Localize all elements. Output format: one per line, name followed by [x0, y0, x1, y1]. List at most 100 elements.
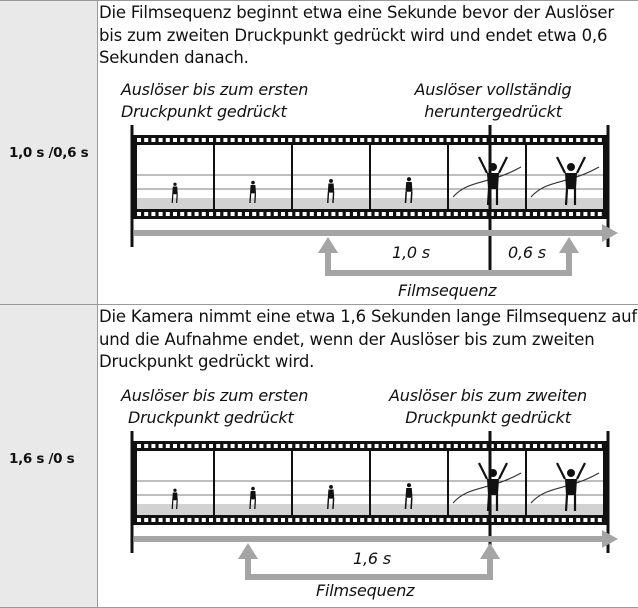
sprocket-hole — [583, 212, 588, 216]
sprocket-hole — [403, 518, 408, 522]
row-label-cell: 1,0 s /0,6 s — [0, 1, 98, 305]
sprocket-hole — [461, 138, 465, 142]
sprocket-hole — [281, 212, 285, 216]
sprocket-hole — [489, 444, 494, 448]
runner-head — [406, 483, 412, 488]
film-frame — [215, 451, 291, 515]
sprocket-hole — [497, 212, 501, 216]
sprocket-hole — [489, 212, 494, 216]
film-frame — [137, 451, 213, 515]
sprocket-hole — [338, 518, 343, 522]
sprocket-hole — [511, 444, 516, 448]
sprocket-hole — [288, 212, 293, 216]
sprocket-hole — [223, 518, 228, 522]
sprocket-hole — [374, 518, 379, 522]
runner-body — [250, 491, 256, 500]
sprocket-hole — [201, 138, 206, 142]
sprocket-hole — [446, 212, 451, 216]
sprocket-hole — [252, 212, 257, 216]
sprocket-hole — [547, 138, 552, 142]
sprocket-hole — [338, 138, 343, 142]
sprocket-hole — [504, 518, 509, 522]
sprocket-hole — [554, 444, 559, 448]
sprocket-hole — [461, 444, 465, 448]
film-frame — [371, 451, 447, 515]
runner-body — [565, 173, 577, 189]
sprocket-hole — [518, 518, 523, 522]
sprocket-hole — [165, 444, 170, 448]
sprocket-hole — [489, 518, 494, 522]
sprocket-hole — [597, 444, 602, 448]
sprocket-hole — [324, 212, 329, 216]
sprocket-hole — [554, 212, 559, 216]
sprocket-hole — [525, 444, 530, 448]
sprocket-hole — [540, 138, 545, 142]
sprocket-hole — [576, 518, 581, 522]
sprocket-hole — [360, 212, 365, 216]
sprocket-hole — [353, 212, 357, 216]
sprocket-hole — [497, 138, 501, 142]
runner-legs — [564, 188, 577, 206]
sprocket-hole — [475, 444, 480, 448]
runner-head — [329, 178, 333, 183]
sprocket-hole — [158, 444, 163, 448]
row-label: 1,0 s /0,6 s — [9, 145, 89, 161]
runner-body — [565, 479, 577, 495]
sprocket-hole — [317, 138, 321, 142]
timeline-arrowhead — [602, 224, 618, 242]
sprocket-hole — [569, 444, 573, 448]
sprocket-hole — [590, 138, 595, 142]
sprocket-hole — [374, 212, 379, 216]
sprocket-hole — [187, 518, 192, 522]
timeline-arrow — [134, 230, 608, 236]
sprocket-hole — [561, 138, 566, 142]
frame-track — [137, 504, 213, 515]
sprocket-hole — [331, 444, 336, 448]
sprocket-hole — [173, 212, 177, 216]
runner-body — [327, 489, 335, 499]
sprocket-hole — [338, 444, 343, 448]
sprocket-hole — [281, 518, 285, 522]
sprocket-hole — [252, 138, 257, 142]
sprocket-hole — [425, 212, 429, 216]
sprocket-hole — [497, 518, 501, 522]
sprocket-hole — [360, 518, 365, 522]
sprocket-hole — [309, 518, 314, 522]
bracket-arrowhead — [318, 237, 338, 253]
sprocket-hole — [194, 138, 199, 142]
runner-head — [173, 182, 177, 186]
sprocket-hole — [504, 138, 509, 142]
film-frame — [449, 145, 525, 209]
sprocket-hole — [273, 518, 278, 522]
sprocket-hole — [165, 518, 170, 522]
sprocket-hole — [165, 138, 170, 142]
sprocket-hole — [446, 138, 451, 142]
runner-body — [327, 183, 335, 193]
sprocket-hole — [353, 138, 357, 142]
sprocket-hole — [295, 212, 300, 216]
sprocket-hole — [396, 138, 401, 142]
sprocket-hole — [273, 212, 278, 216]
sprocket-hole — [504, 212, 509, 216]
sprocket-hole — [381, 444, 386, 448]
sprocket-hole — [317, 212, 321, 216]
sprocket-hole — [533, 444, 537, 448]
sprocket-hole — [209, 518, 213, 522]
sprocket-hole — [165, 212, 170, 216]
row-description: Die Filmsequenz beginnt etwa eine Sekund… — [99, 3, 614, 67]
sprocket-hole — [468, 444, 473, 448]
sprocket-hole — [439, 138, 444, 142]
timeline-arrow — [134, 536, 608, 542]
caption-first-press-line2: Druckpunkt gedrückt — [128, 408, 294, 427]
sprocket-hole — [273, 444, 278, 448]
sprocket-hole — [518, 444, 523, 448]
film-frame — [137, 145, 213, 209]
runner-body — [172, 492, 178, 501]
runner-legs — [404, 191, 413, 204]
sprocket-hole — [173, 518, 177, 522]
sprocket-hole — [425, 444, 429, 448]
sequence-bracket — [245, 557, 493, 580]
sprocket-hole — [353, 518, 357, 522]
sprocket-hole — [540, 212, 545, 216]
